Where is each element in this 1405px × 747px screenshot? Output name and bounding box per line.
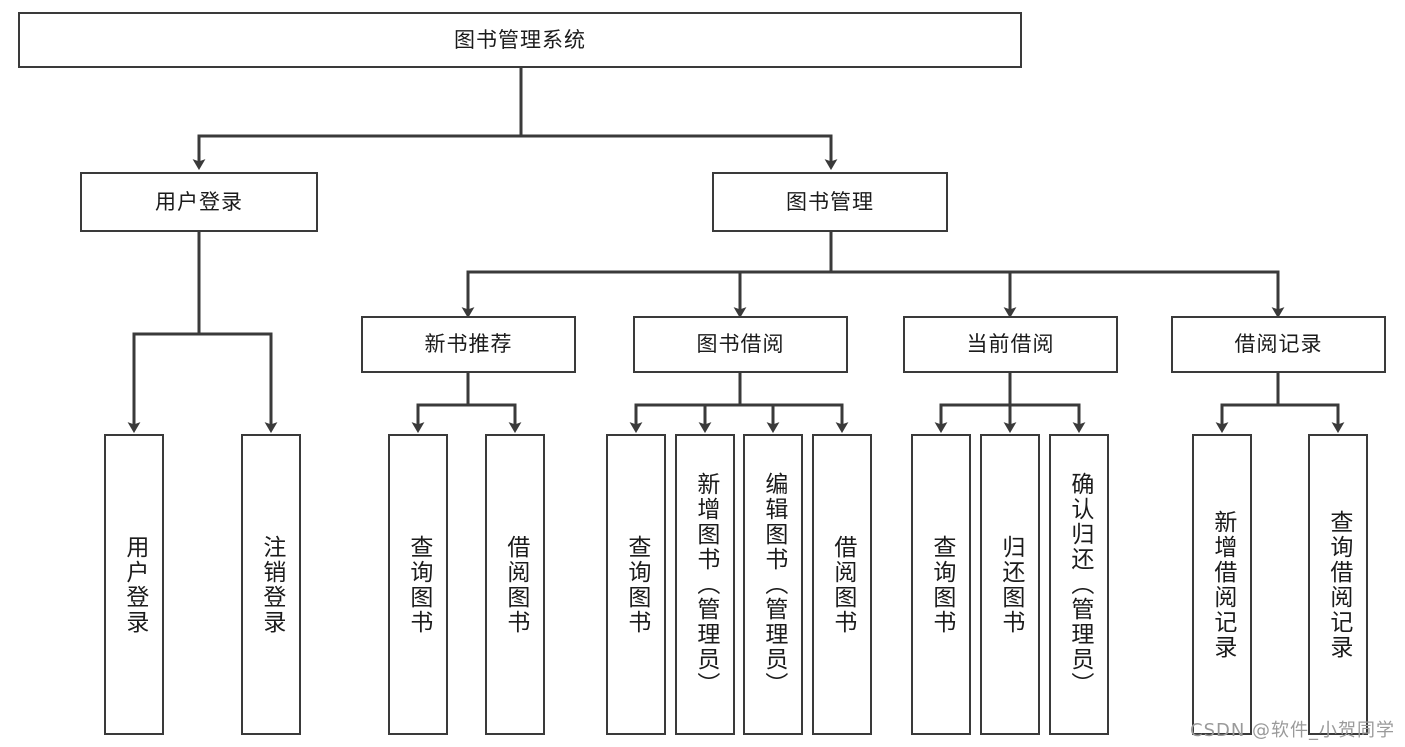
- leaf-borrow-edit-book-admin[interactable]: 编辑图书（管理员）: [743, 434, 803, 735]
- leaf-records-add-record[interactable]: 新增借阅记录: [1192, 434, 1252, 735]
- leaf-user-login[interactable]: 用户登录: [104, 434, 164, 735]
- node-label: 新书推荐: [424, 332, 513, 356]
- node-label: 借阅图书: [502, 534, 529, 635]
- leaf-borrow-query-book[interactable]: 查询图书: [606, 434, 666, 735]
- node-new-book-recommend[interactable]: 新书推荐: [361, 316, 576, 373]
- leaf-current-confirm-return-admin[interactable]: 确认归还（管理员）: [1049, 434, 1109, 735]
- node-label: 确认归还（管理员）: [1066, 472, 1093, 697]
- node-label: 新增借阅记录: [1209, 509, 1236, 660]
- node-label: 图书管理: [786, 189, 874, 214]
- node-label: 用户登录: [155, 189, 243, 214]
- node-label: 借阅记录: [1234, 332, 1323, 356]
- node-user-login[interactable]: 用户登录: [80, 172, 318, 232]
- node-root-book-management-system[interactable]: 图书管理系统: [18, 12, 1022, 68]
- node-label: 注销登录: [258, 534, 285, 635]
- node-label: 查询图书: [405, 534, 432, 635]
- leaf-newbook-borrow-book[interactable]: 借阅图书: [485, 434, 545, 735]
- node-label: 借阅图书: [829, 534, 856, 635]
- node-book-borrow[interactable]: 图书借阅: [633, 316, 848, 373]
- leaf-records-query-record[interactable]: 查询借阅记录: [1308, 434, 1368, 735]
- node-label: 查询借阅记录: [1325, 509, 1352, 660]
- node-borrow-records[interactable]: 借阅记录: [1171, 316, 1386, 373]
- node-label: 图书借阅: [696, 332, 785, 356]
- node-label: 查询图书: [928, 534, 955, 635]
- leaf-current-query-book[interactable]: 查询图书: [911, 434, 971, 735]
- leaf-borrow-add-book-admin[interactable]: 新增图书（管理员）: [675, 434, 735, 735]
- leaf-user-logout[interactable]: 注销登录: [241, 434, 301, 735]
- node-label: 编辑图书（管理员）: [760, 472, 787, 697]
- node-label: 查询图书: [623, 534, 650, 635]
- leaf-newbook-query-book[interactable]: 查询图书: [388, 434, 448, 735]
- node-label: 用户登录: [121, 534, 148, 635]
- leaf-borrow-lend-book[interactable]: 借阅图书: [812, 434, 872, 735]
- node-label: 当前借阅: [966, 332, 1055, 356]
- node-current-borrow[interactable]: 当前借阅: [903, 316, 1118, 373]
- node-label: 归还图书: [997, 534, 1024, 635]
- leaf-current-return-book[interactable]: 归还图书: [980, 434, 1040, 735]
- node-label: 新增图书（管理员）: [692, 472, 719, 697]
- node-book-management[interactable]: 图书管理: [712, 172, 948, 232]
- node-label: 图书管理系统: [454, 27, 586, 52]
